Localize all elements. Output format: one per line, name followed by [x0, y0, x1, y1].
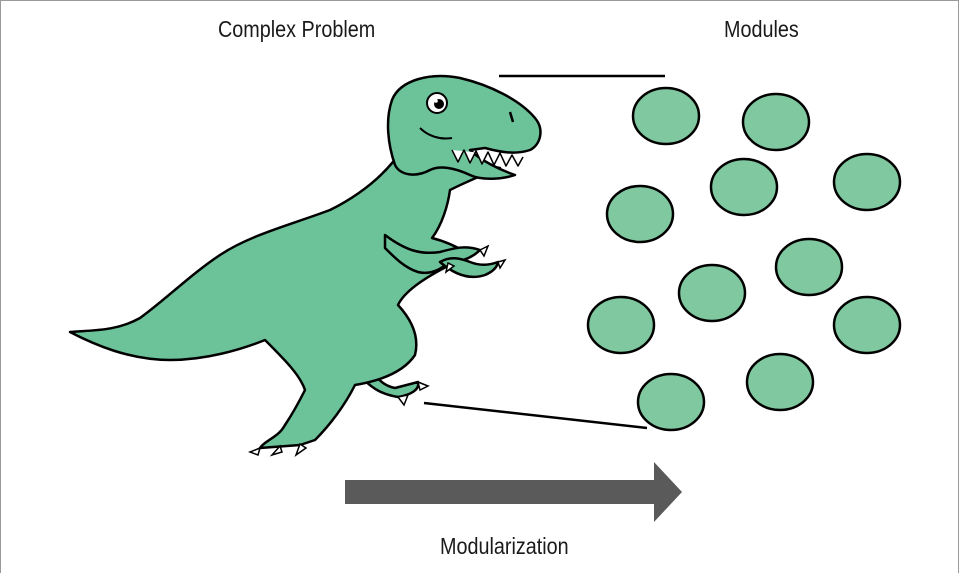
- module-circle: [631, 86, 701, 146]
- modules-label: Modules: [724, 16, 799, 42]
- module-circle: [605, 184, 675, 244]
- module-circle: [636, 372, 706, 432]
- modularization-label: Modularization: [440, 533, 569, 559]
- bottom-connector-line: [423, 401, 648, 430]
- module-circle: [677, 263, 747, 323]
- dinosaur-illustration: [68, 74, 542, 450]
- complex-problem-label: Complex Problem: [218, 16, 376, 42]
- module-circle: [741, 92, 811, 152]
- dino-claws: [247, 244, 507, 457]
- modules-group: [586, 86, 902, 432]
- dino-nostril: [508, 111, 515, 123]
- module-circle: [745, 352, 815, 412]
- module-circle: [832, 295, 902, 355]
- dino-teeth: [451, 149, 524, 167]
- dino-eye-highlight: [434, 99, 438, 103]
- module-circle: [586, 295, 656, 355]
- modularization-arrow: [345, 462, 682, 522]
- module-circle: [774, 237, 844, 297]
- module-circle: [709, 157, 779, 217]
- dino-smile: [419, 127, 453, 140]
- module-circle: [832, 152, 902, 212]
